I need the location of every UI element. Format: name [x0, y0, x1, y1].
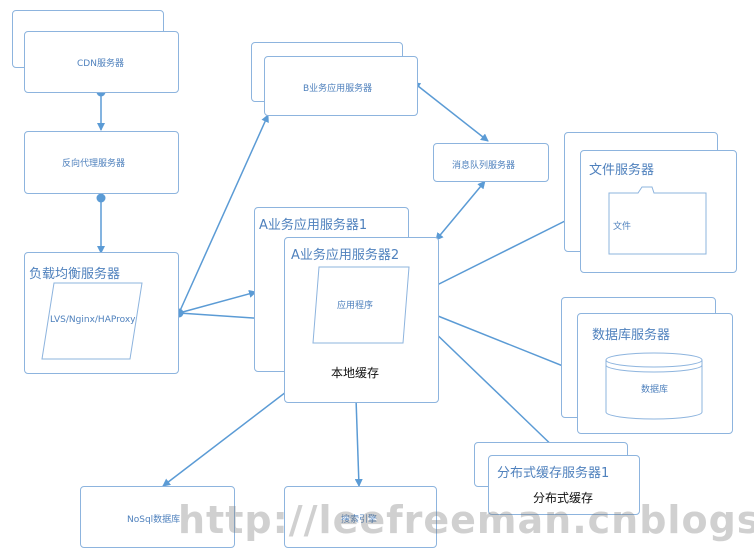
nosql-db: NoSql数据库 — [80, 486, 235, 548]
reverse-proxy-server: 反向代理服务器 — [24, 131, 179, 194]
file-server-label: 文件服务器 — [589, 163, 655, 178]
load-balancer-label: 负载均衡服务器 — [29, 267, 121, 282]
folder-icon — [608, 186, 707, 255]
lvs-parallelogram — [41, 282, 143, 360]
dist-cache-label: 分布式缓存 — [533, 491, 594, 505]
db-label: 数据库 — [641, 385, 669, 395]
a-app-server-1-label: A业务应用服务器1 — [259, 218, 368, 233]
b-app-server: B业务应用服务器 — [264, 56, 418, 116]
local-cache-label: 本地缓存 — [331, 366, 380, 380]
cdn-server: CDN服务器 — [24, 31, 179, 93]
app-program-parallelogram — [312, 266, 410, 344]
nosql-label: NoSql数据库 — [127, 515, 181, 525]
search-label: 搜索引擎 — [341, 515, 378, 525]
database-cylinder-icon — [605, 352, 703, 420]
app-program-label: 应用程序 — [337, 301, 374, 311]
dist-cache-server-label: 分布式缓存服务器1 — [497, 466, 610, 481]
b-app-server-label: B业务应用服务器 — [303, 84, 373, 94]
message-queue-server: 消息队列服务器 — [433, 143, 549, 182]
dist-cache-server: 分布式缓存服务器1 分布式缓存 — [488, 455, 640, 515]
a-app-server-2-label: A业务应用服务器2 — [291, 248, 400, 263]
watermark: http://leefreeman.cnblogs.com — [178, 498, 754, 542]
db-server-label: 数据库服务器 — [592, 328, 671, 343]
message-queue-label: 消息队列服务器 — [452, 161, 516, 171]
file-label: 文件 — [613, 222, 632, 232]
cdn-server-label: CDN服务器 — [77, 59, 124, 69]
lvs-label: LVS/Nginx/HAProxy — [50, 315, 136, 325]
reverse-proxy-label: 反向代理服务器 — [62, 159, 126, 169]
search-engine: 搜索引擎 — [284, 486, 437, 548]
